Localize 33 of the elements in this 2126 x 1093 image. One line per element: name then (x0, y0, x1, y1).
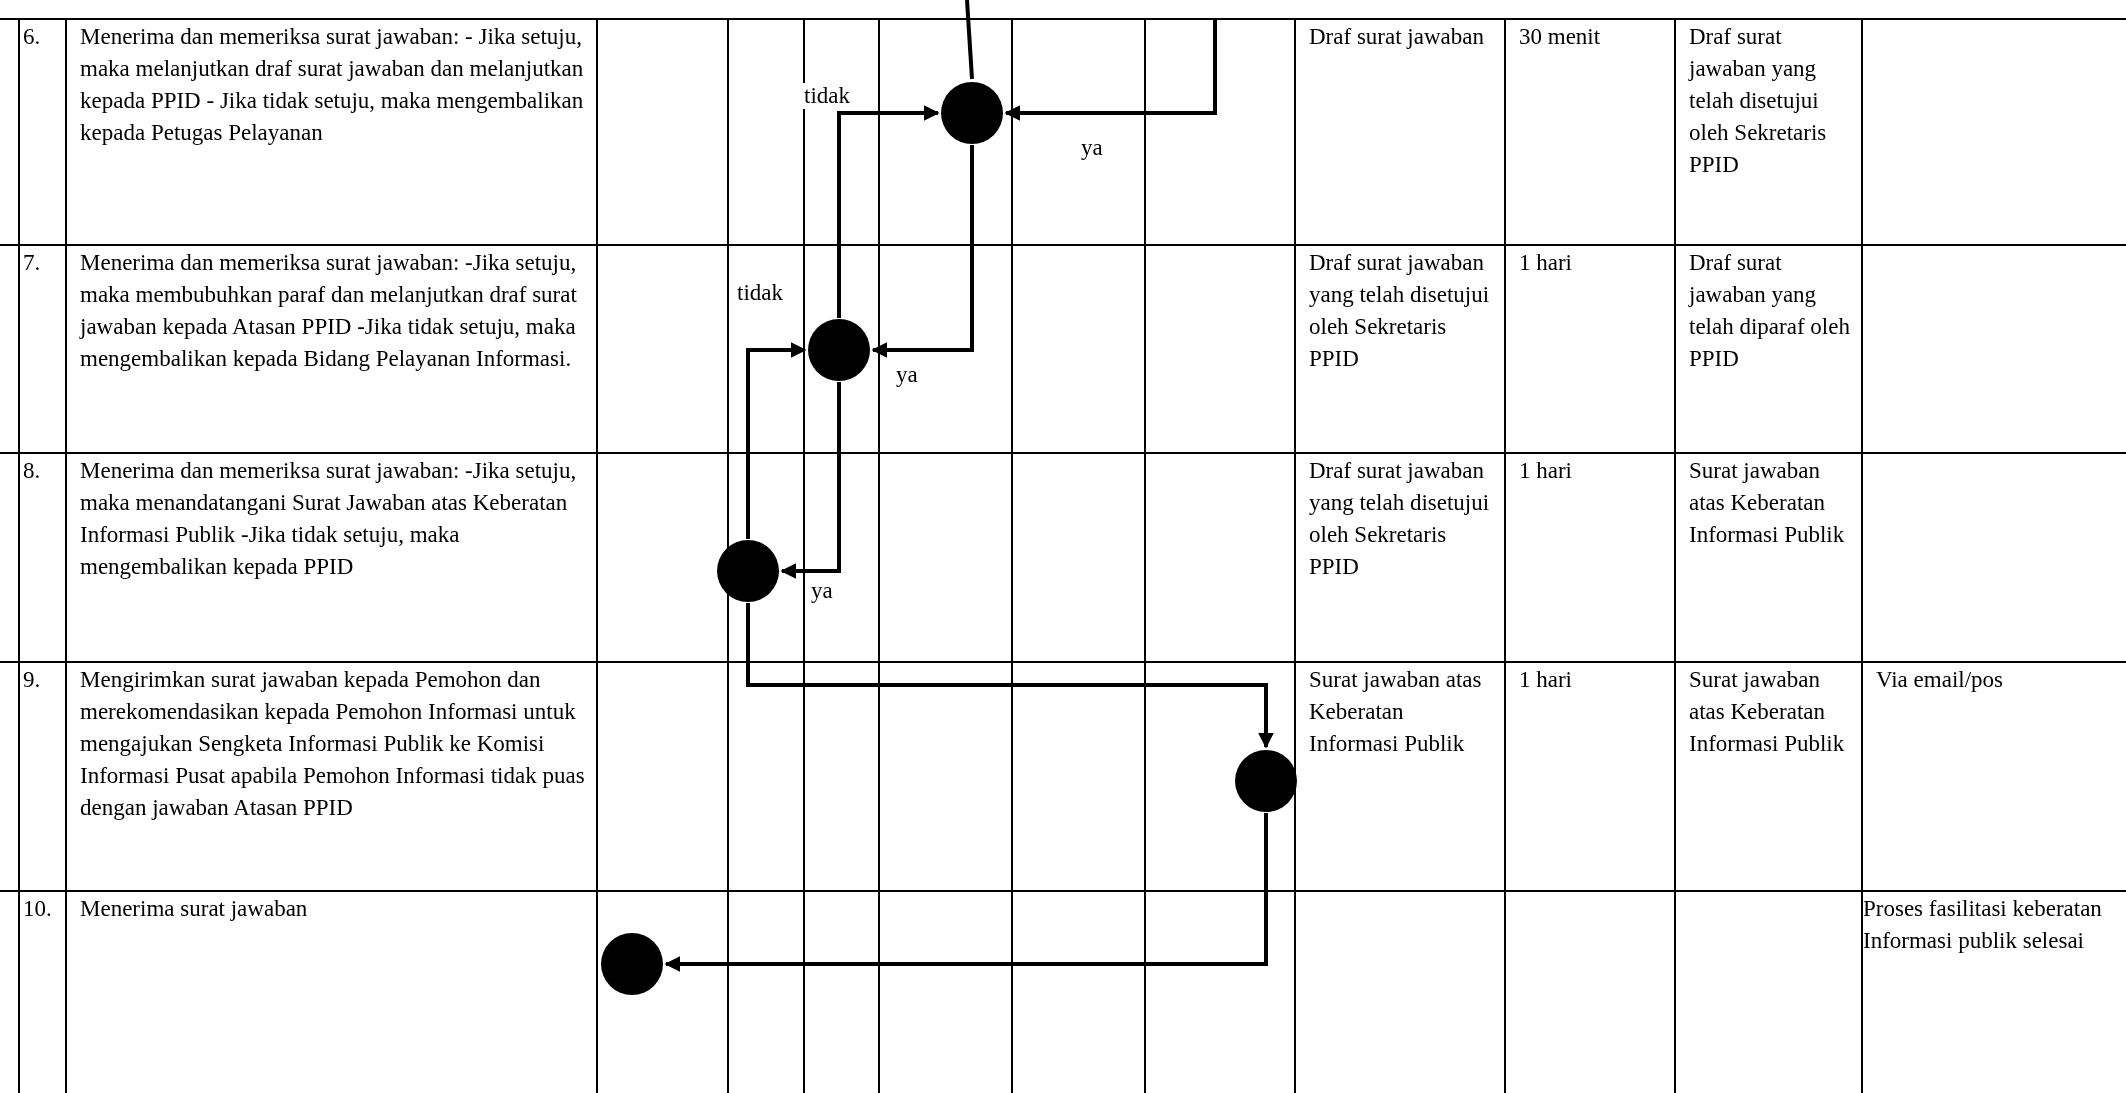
duration-text: 1 hari (1519, 666, 1573, 694)
requirement-text: Surat jawaban atas Keberatan Informasi Publik (1309, 666, 1483, 758)
requirement-text: Draf surat jawaban (1309, 23, 1485, 51)
output-text: Surat jawaban atas Keberatan Informasi Publik (1689, 457, 1846, 549)
edge-label: tidak (803, 83, 851, 109)
output-text: Draf surat jawaban yang telah diparaf oleh PPID (1689, 249, 1851, 373)
step-number: 6. (23, 23, 42, 51)
requirement-text: Draf surat jawaban yang telah disetujui oleh Sekretaris PPID (1309, 249, 1491, 373)
note-text: Proses fasilitasi keberatan Informasi publik selesai (1863, 895, 2103, 955)
arrow (664, 813, 1268, 972)
arrow (780, 382, 841, 579)
duration-text: 1 hari (1519, 249, 1573, 277)
arrow (837, 105, 940, 318)
arrow (746, 342, 807, 539)
activity-text: Menerima surat jawaban (80, 895, 309, 923)
arrow (1004, 19, 1217, 121)
activity-text: Menerima dan memeriksa surat jawaban: - Jika setuju, maka melanjutkan draf surat jawaban dan melanjutkan kepada PPID - Jika tidak setuju, maka mengembalikan kepada Petugas Pelayanan (80, 23, 585, 147)
step-number: 10. (23, 895, 53, 923)
step-number: 7. (23, 249, 42, 277)
arrow (746, 603, 1274, 749)
step-number: 8. (23, 457, 42, 485)
note-text: Via email/pos (1876, 666, 2004, 694)
step-number: 9. (23, 666, 42, 694)
arrow (871, 145, 974, 358)
activity-text: Menerima dan memeriksa surat jawaban: -Jika setuju, maka menandatangani Surat Jawaban atas Keberatan Informasi Publik -Jika tidak setuju, maka mengembalikan kepada PPID (80, 457, 578, 581)
activity-text: Menerima dan memeriksa surat jawaban: -Jika setuju, maka membubuhkan paraf dan melanjutkan draf surat jawaban kepada Atasan PPID -Jika tidak setuju, maka mengembalikan kepada Bidang Pelayanan Informasi. (80, 249, 578, 373)
duration-text: 1 hari (1519, 457, 1573, 485)
activity-text: Mengirimkan surat jawaban kepada Pemohon dan merekomendasikan kepada Pemohon Informasi untuk mengajukan Sengketa Informasi Publik ke Komisi Informasi Pusat apabila Pemohon Informasi tidak puas dengan jawaban Atasan PPID (80, 666, 586, 822)
duration-text: 30 menit (1519, 23, 1602, 51)
connector-line (965, 0, 974, 80)
output-text: Draf surat jawaban yang telah disetujui oleh Sekretaris PPID (1689, 23, 1828, 179)
output-text: Surat jawaban atas Keberatan Informasi Publik (1689, 666, 1846, 758)
requirement-text: Draf surat jawaban yang telah disetujui oleh Sekretaris PPID (1309, 457, 1491, 581)
